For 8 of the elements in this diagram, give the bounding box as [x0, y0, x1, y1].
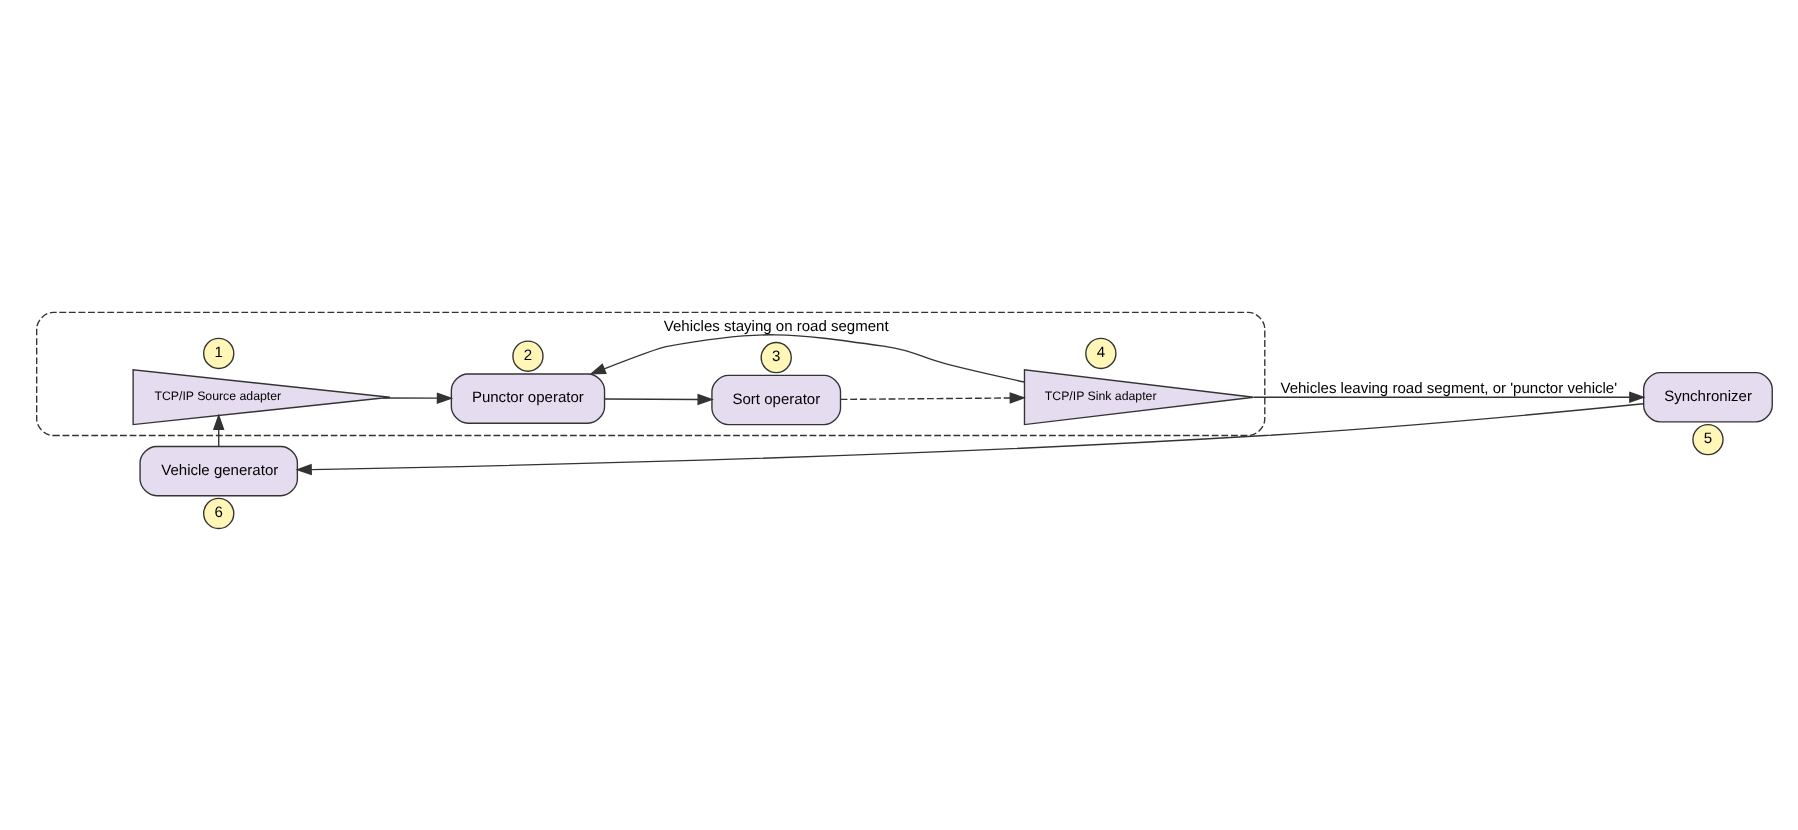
node-label: 1 [214, 343, 223, 362]
node-label: 3 [772, 347, 781, 366]
node-label: 4 [1096, 343, 1106, 362]
node-label: 2 [523, 346, 533, 365]
node-label: 6 [214, 503, 223, 522]
edge-label: Vehicles staying on road segment [663, 317, 889, 336]
node-label: 5 [1703, 429, 1713, 448]
edge-label: Vehicles leaving road segment, or 'punctor vehicle' [1280, 378, 1618, 397]
